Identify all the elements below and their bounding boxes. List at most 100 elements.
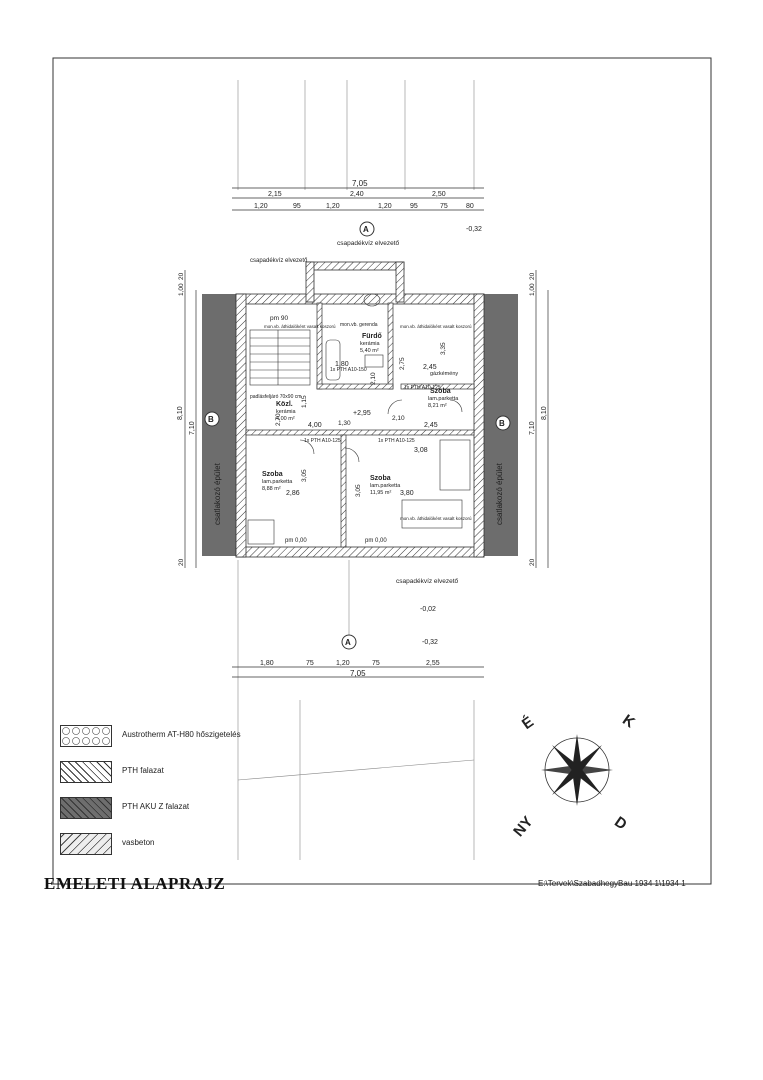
dim-left-3: 8,10: [177, 406, 184, 420]
room-left-name: Szoba: [262, 471, 283, 478]
room-bath-floor: kerámia: [360, 341, 381, 347]
dim-left-5: 20: [178, 558, 185, 566]
legend-pth: PTH falazat: [60, 761, 380, 785]
room-dim-6: 4,00: [308, 422, 322, 429]
adjacent-right-label: csatlakozó épület: [495, 462, 504, 525]
dim-top-row2-3: 2,50: [432, 191, 446, 198]
wall-pm-left: pm 0,00: [285, 538, 307, 544]
dim-right-5: 20: [529, 558, 536, 566]
dim-top-row3-2: 95: [293, 203, 301, 210]
dim-top-row3-4: 1,20: [378, 203, 392, 210]
dim-top-row3-6: 75: [440, 203, 448, 210]
compass-s: D: [611, 813, 630, 833]
construction-lines: [237, 80, 475, 860]
gutter-bottom-note: csapadékvíz elvezető: [396, 578, 459, 585]
level-center: +2,95: [353, 410, 371, 417]
dim-top-row2-2: 2,40: [350, 191, 364, 198]
legend-swatch-insulation: [60, 725, 112, 747]
dim-bottom-1: 1,80: [260, 660, 274, 667]
dim-top-row2-1: 2,15: [268, 191, 282, 198]
legend-pth-aku: PTH AKU Z falazat: [60, 797, 380, 821]
dim-right-4: 7,10: [529, 421, 536, 435]
level-top: -0,32: [466, 226, 482, 233]
gutter-left-note: csapadékvíz elvezető: [250, 258, 308, 264]
room-dim-16: 2,70: [275, 413, 282, 426]
room-main-floor: lam.parketta: [370, 483, 401, 489]
bottom-dimension-lines: [232, 666, 484, 678]
level-bottom-2: -0,32: [422, 639, 438, 646]
beam-2: mon.vb. gerenda: [340, 322, 378, 328]
axis-b-right-label: B: [499, 419, 505, 428]
stair-note: pm 90: [270, 315, 288, 322]
room-dim-13: 3,05: [355, 484, 362, 497]
room-small-name: Szoba: [430, 388, 451, 395]
dim-bottom-2: 75: [306, 660, 314, 667]
room-dim-5: 2,10: [370, 372, 377, 385]
exterior-walls: [235, 261, 485, 558]
axis-a-top-label: A: [363, 225, 369, 234]
room-hall-area: 4,00 m²: [276, 416, 295, 422]
compass-rose: [541, 734, 613, 806]
compass-n: É: [519, 713, 537, 733]
room-dim-15: 1,15: [301, 395, 308, 408]
dim-right-2: 1,00: [529, 283, 536, 296]
room-dim-8: 2,10: [392, 415, 405, 422]
room-left-floor: lam.parketta: [262, 479, 293, 485]
legend-label-pth: PTH falazat: [122, 766, 164, 775]
room-small-floor: lam.parketta: [428, 396, 459, 402]
room-dim-7: 1,30: [338, 420, 351, 427]
beam-3: mon.vb. áthidalóként vasalt koszorú: [400, 324, 472, 329]
dim-left-2: 1,00: [178, 283, 185, 296]
furniture: [247, 439, 471, 545]
room-dim-11: 2,86: [286, 490, 300, 497]
axis-a-top-marker: [359, 221, 375, 237]
legend-concrete: vasbeton: [60, 833, 380, 857]
legend-label-pth-aku: PTH AKU Z falazat: [122, 802, 190, 811]
drawing-title: EMELETI ALAPRAJZ: [44, 874, 226, 893]
dim-right-3: 8,10: [541, 406, 548, 420]
beam-1: mon.vb. áthidalóként vasalt koszorú: [264, 324, 336, 329]
window-4: 1x PTH A10-125: [378, 438, 415, 444]
room-bath-name: Fürdő: [362, 333, 382, 340]
room-hall-name: Közl.: [276, 401, 293, 408]
axis-b-left-label: B: [208, 415, 214, 424]
top-dimension-lines: [232, 187, 484, 211]
adjacent-left-label: csatlakozó épület: [213, 462, 222, 525]
dim-top-row3-5: 95: [410, 203, 418, 210]
dim-left-1: 20: [178, 272, 185, 280]
legend-swatch-pth: [60, 761, 112, 783]
axis-b-right-marker: [495, 415, 511, 431]
hatch-note: padlásfeljáró 70x90 cm: [250, 394, 301, 400]
legend-label-concrete: vasbeton: [122, 838, 155, 847]
dim-top-row3-7: 80: [466, 203, 474, 210]
compass-w: NY: [510, 813, 536, 840]
room-dim-9: 2,45: [424, 422, 438, 429]
room-dim-2: 2,45: [423, 364, 437, 371]
window-3: 1x PTH A10-125: [304, 438, 341, 444]
level-bottom-1: -0,02: [420, 606, 436, 613]
axis-b-left-marker: [204, 411, 220, 427]
side-dimension-lines: [184, 270, 549, 568]
dim-bottom-3: 1,20: [336, 660, 350, 667]
file-path: E:\Tervek\SzabadhegyBau 1934 1\1934 1: [538, 879, 686, 888]
chimney-note: gázkémény: [430, 371, 458, 377]
compass-e: K: [619, 711, 638, 731]
window-1: 1x PTH A10-125: [404, 385, 441, 391]
legend-swatch-pth-aku: [60, 797, 112, 819]
dim-top-row3-1: 1,20: [254, 203, 268, 210]
room-dim-14: 3,80: [400, 490, 414, 497]
window-2: 1x PTH A10-150: [330, 367, 367, 373]
dim-right-1: 20: [529, 272, 536, 280]
room-small-area: 8,21 m²: [428, 403, 447, 409]
interior-walls: [245, 302, 475, 548]
doors: [299, 399, 463, 463]
gutter-top-note: csapadékvíz elvezető: [337, 240, 400, 247]
dim-bottom-5: 2,55: [426, 660, 440, 667]
beam-4: mon.vb. áthidalóként vasalt koszorú: [400, 516, 472, 521]
legend-swatch-concrete: [60, 833, 112, 855]
room-dim-10: 3,08: [414, 447, 428, 454]
dim-left-4: 7,10: [189, 421, 196, 435]
room-main-name: Szoba: [370, 475, 391, 482]
dim-top-row3-3: 1,20: [326, 203, 340, 210]
